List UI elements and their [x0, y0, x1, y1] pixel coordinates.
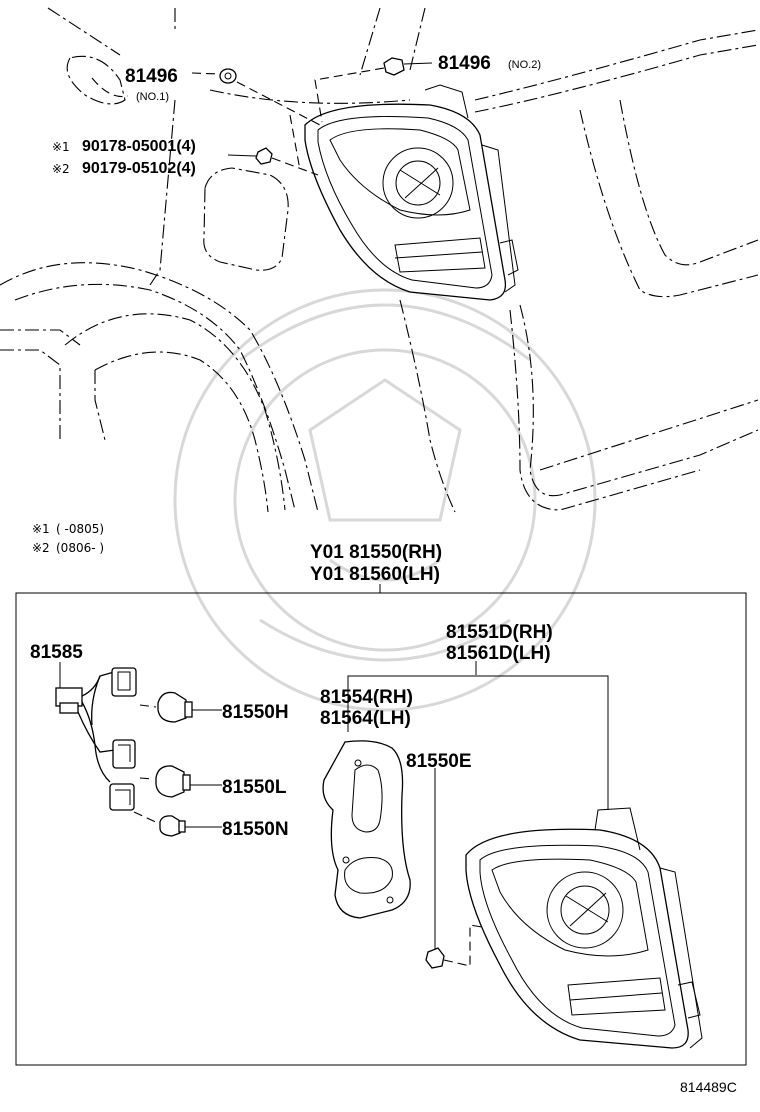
grommet-no2-part: [314, 57, 433, 123]
lens-leader: [392, 661, 609, 810]
tail-lamp-lens-part: [465, 807, 703, 1049]
vehicle-body-outline: [0, 7, 759, 513]
grommet-no1-sub-label: (NO.1): [136, 91, 169, 103]
nut-2-label: 90179-05102(4): [82, 160, 196, 177]
nut-1-mark: ※1: [52, 140, 70, 154]
nut-2-mark: ※2: [52, 162, 70, 176]
nut-1-label: 90178-05001(4): [82, 138, 196, 155]
note-2-mark: ※2: [32, 541, 50, 555]
gasket-part: [322, 675, 411, 919]
socket-wire-part: [55, 662, 137, 811]
gasket-lh-label: 81564(LH): [320, 708, 411, 729]
assembly-frame: [15, 592, 747, 1066]
lamp-assy-lh-label: Y01 81560(LH): [310, 564, 440, 585]
socket-wire-label: 81585: [30, 642, 83, 663]
grommet-no2-sub-label: (NO.2): [508, 59, 541, 71]
bulb-n-part: [133, 811, 222, 837]
note-2-text: (0806- ): [56, 541, 104, 555]
grommet-no2-label: 81496: [438, 53, 491, 74]
bulb-l-label: 81550L: [222, 777, 287, 798]
lamp-assy-rh-label: Y01 81550(RH): [310, 542, 442, 563]
note-1-mark: ※1: [32, 522, 50, 536]
retainer-label: 81550E: [406, 751, 472, 772]
diagram-id: 814489C: [680, 1079, 737, 1095]
bulb-h-part: [139, 691, 222, 723]
lens-lh-label: 81561D(LH): [446, 643, 551, 664]
nut-part: [227, 114, 319, 176]
installed-tail-lamp: [304, 84, 519, 301]
gasket-rh-label: 81554(RH): [320, 687, 413, 708]
bulb-h-label: 81550H: [222, 702, 289, 723]
note-1-text: ( -0805): [56, 522, 104, 536]
lens-rh-label: 81551D(RH): [446, 622, 553, 643]
retainer-part: [425, 768, 501, 969]
grommet-no1-label: 81496: [125, 66, 178, 87]
bulb-n-label: 81550N: [222, 819, 289, 840]
grommet-no1-part: [191, 68, 321, 126]
bulb-l-part: [139, 765, 222, 798]
